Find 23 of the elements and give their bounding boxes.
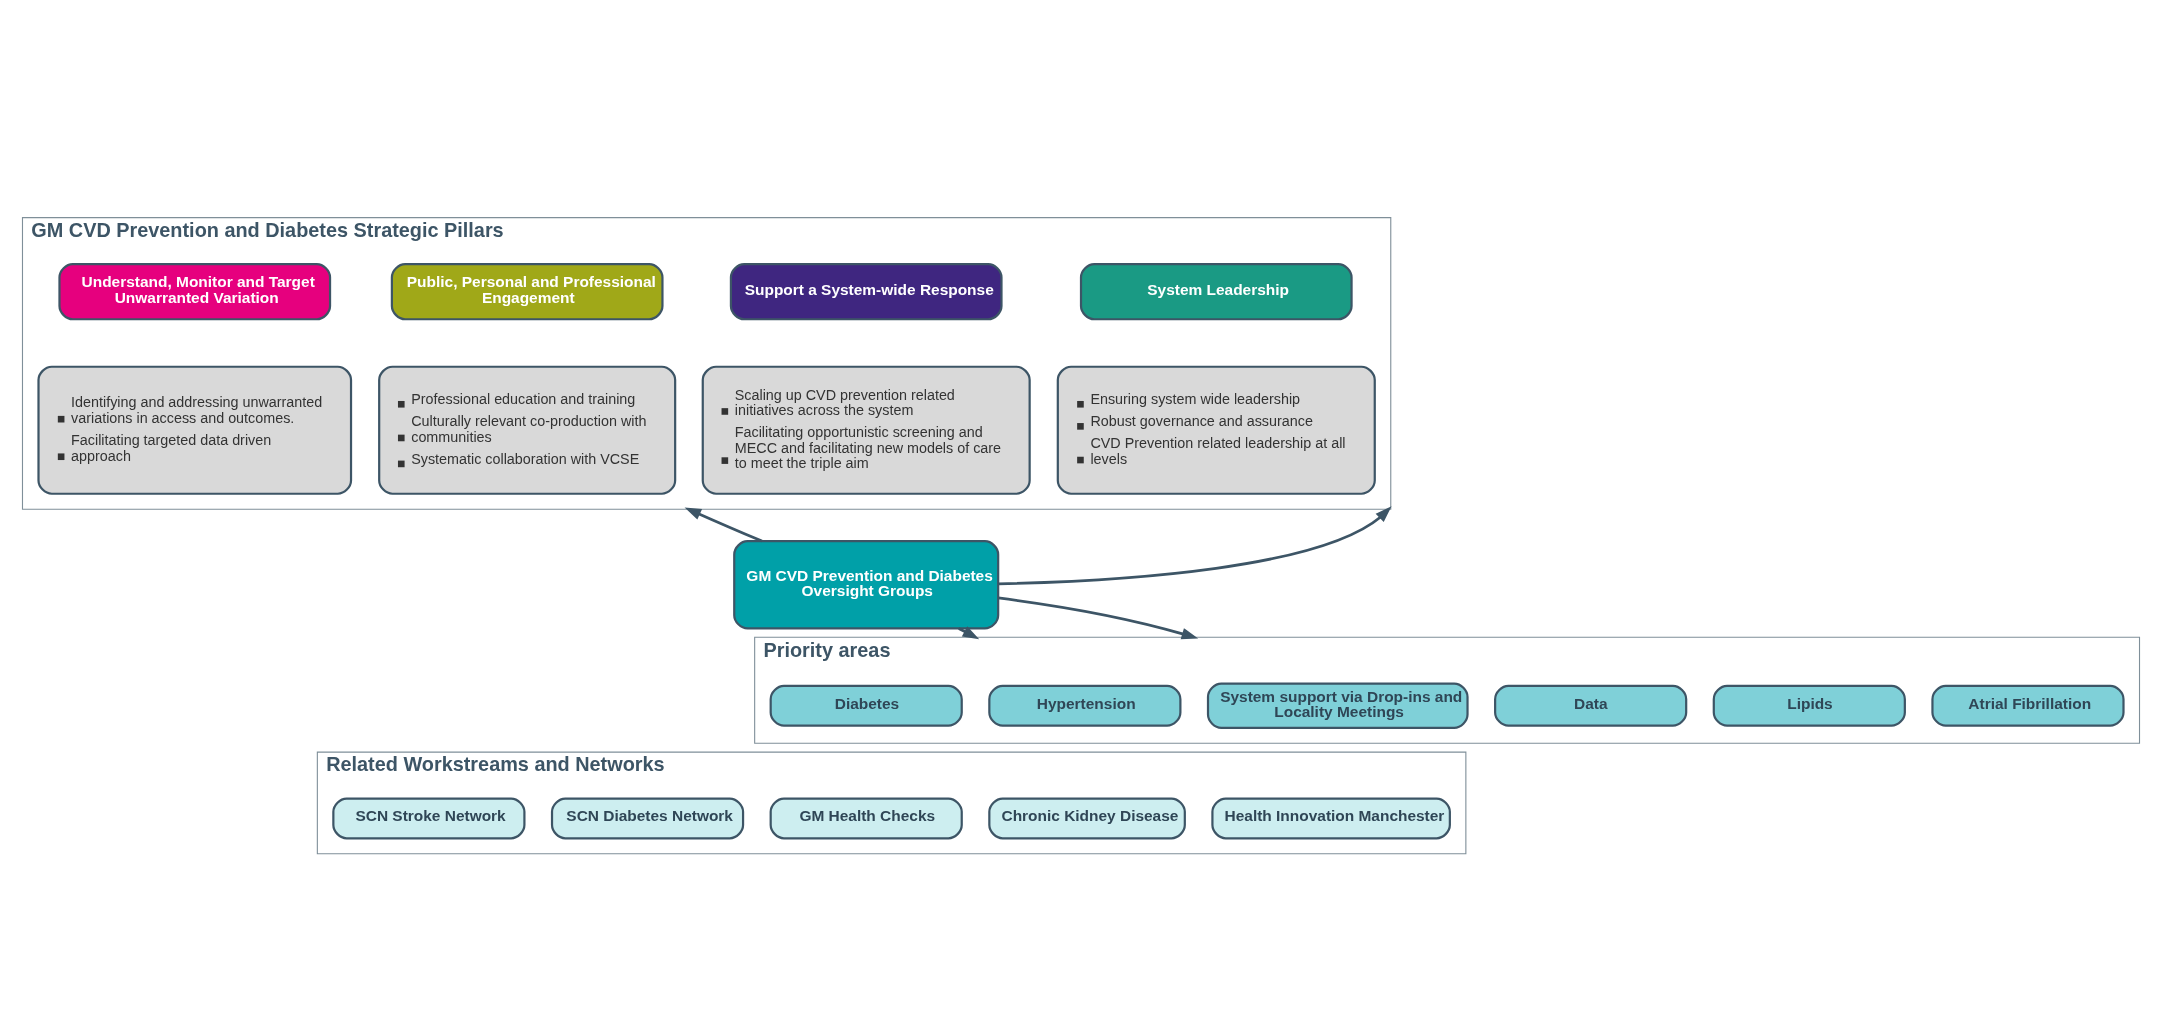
node-box: System Leadership <box>1079 262 1353 320</box>
node-box: Chronic Kidney Disease <box>988 796 1186 839</box>
node-box: Professional education and training Culturally relevant co-production with communities Systematic collaboration with VCSE <box>378 365 677 495</box>
arrow <box>998 596 1199 639</box>
node-box: Ensuring system wide leadership Robust governance and assurance CVD Prevention related leadership at all levels <box>1056 365 1376 495</box>
arrow <box>684 507 763 542</box>
node-box: GM CVD Prevention and Diabetes Oversight Groups <box>733 539 1000 630</box>
node-box: SCN Diabetes Network <box>550 796 745 839</box>
arrow <box>998 505 1392 585</box>
node-box: Understand, Monitor and Target Unwarranted Variation <box>58 262 332 320</box>
node-box: Data <box>1494 684 1688 727</box>
node-box: System support via Drop-ins and Locality Meetings <box>1206 682 1469 729</box>
node-box: Support a System-wide Response <box>729 262 1003 320</box>
node-box: SCN Stroke Network <box>332 796 526 839</box>
node-box: Identifying and addressing unwarranted variations in access and outcomes. Facilitating targeted data driven approach <box>37 365 353 495</box>
node-box: Diabetes <box>769 684 963 727</box>
node-box: Lipids <box>1712 684 1906 727</box>
node-box: Hypertension <box>988 684 1182 727</box>
node-box: GM Health Checks <box>769 796 963 839</box>
node-box: Scaling up CVD prevention related initiatives across the system Facilitating opportunistic screening and MECC and facilitating new models of care to meet the triple aim <box>701 365 1031 495</box>
node-box: Public, Personal and Professional Engagement <box>390 262 664 320</box>
node-box: Health Innovation Manchester <box>1211 796 1451 839</box>
node-box: Atrial Fibrillation <box>1931 684 2125 727</box>
